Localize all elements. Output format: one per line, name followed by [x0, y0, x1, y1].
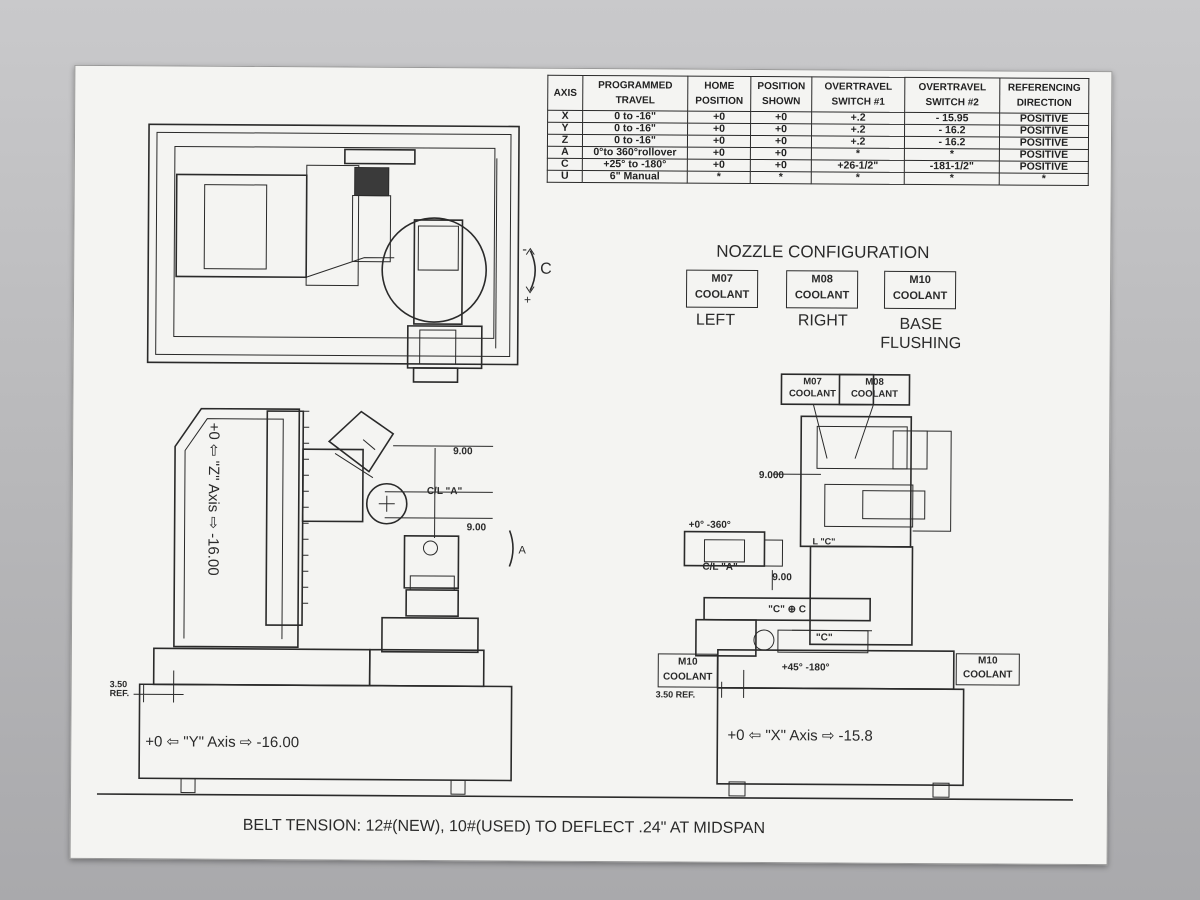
cl-a-label: C/L "A": [426, 485, 463, 498]
machine-drawings: [96, 123, 1073, 801]
z-axis-label: +0 ⇦ "Z" Axis ⇨ -16.00: [204, 422, 223, 576]
dim-9-00-top: 9.00: [453, 446, 473, 458]
m10-label: COOLANT: [892, 289, 948, 303]
m08-label: COOLANT: [794, 289, 850, 302]
l-c-label: L "C": [812, 536, 836, 547]
nozzle-title: NOZZLE CONFIGURATION: [716, 241, 930, 263]
cl-c-label: "C" ⊕ C: [768, 604, 807, 616]
dim-9-000: 9.000: [758, 470, 785, 482]
base-line: [96, 793, 1073, 801]
dim-9-00-side: 9.00: [466, 522, 487, 534]
top-view-plus: +: [523, 292, 532, 307]
dim-9-00-right: 9.00: [772, 572, 792, 584]
top-view-c-label: C: [540, 260, 552, 278]
m10-right-box: M10 COOLANT: [955, 653, 1020, 686]
x-axis-label: +0 ⇦ "X" Axis ⇨ -15.8: [727, 726, 873, 745]
top-view-drawing: [146, 123, 536, 383]
m08-inline-label: M08 COOLANT: [850, 376, 898, 400]
nozzle-base-caption: BASE FLUSHING: [880, 315, 962, 353]
m10-code: M10: [909, 273, 931, 287]
m07-inline-label: M07 COOLANT: [788, 376, 836, 400]
c-label: "C": [815, 632, 833, 644]
left-ref-label: 3.50 REF.: [109, 679, 130, 699]
right-ref-label: 3.50 REF.: [655, 689, 696, 700]
instruction-plate: AXIS PROGRAMMED TRAVEL HOME POSITION POS…: [69, 64, 1113, 866]
c-range-label: +45° -180°: [781, 662, 830, 674]
y-axis-label: +0 ⇦ "Y" Axis ⇨ -16.00: [145, 733, 300, 752]
right-side-view-drawing: [683, 373, 965, 798]
a-rotation-label: A: [518, 544, 526, 557]
nozzle-left-caption: LEFT: [695, 311, 736, 329]
left-side-view-drawing: [133, 407, 514, 795]
m08-code: M08: [811, 273, 833, 286]
m07-label: COOLANT: [694, 288, 750, 301]
top-view-minus: -: [522, 240, 528, 257]
m10-left-box: M10 COOLANT: [657, 653, 718, 688]
m07-code: M07: [711, 272, 733, 285]
nozzle-right-caption: RIGHT: [797, 312, 848, 330]
belt-tension-note: BELT TENSION: 12#(NEW), 10#(USED) TO DEF…: [242, 816, 766, 838]
a-range-label: +0° -360°: [688, 519, 731, 531]
right-cl-a-label: C/L "A": [702, 561, 738, 573]
